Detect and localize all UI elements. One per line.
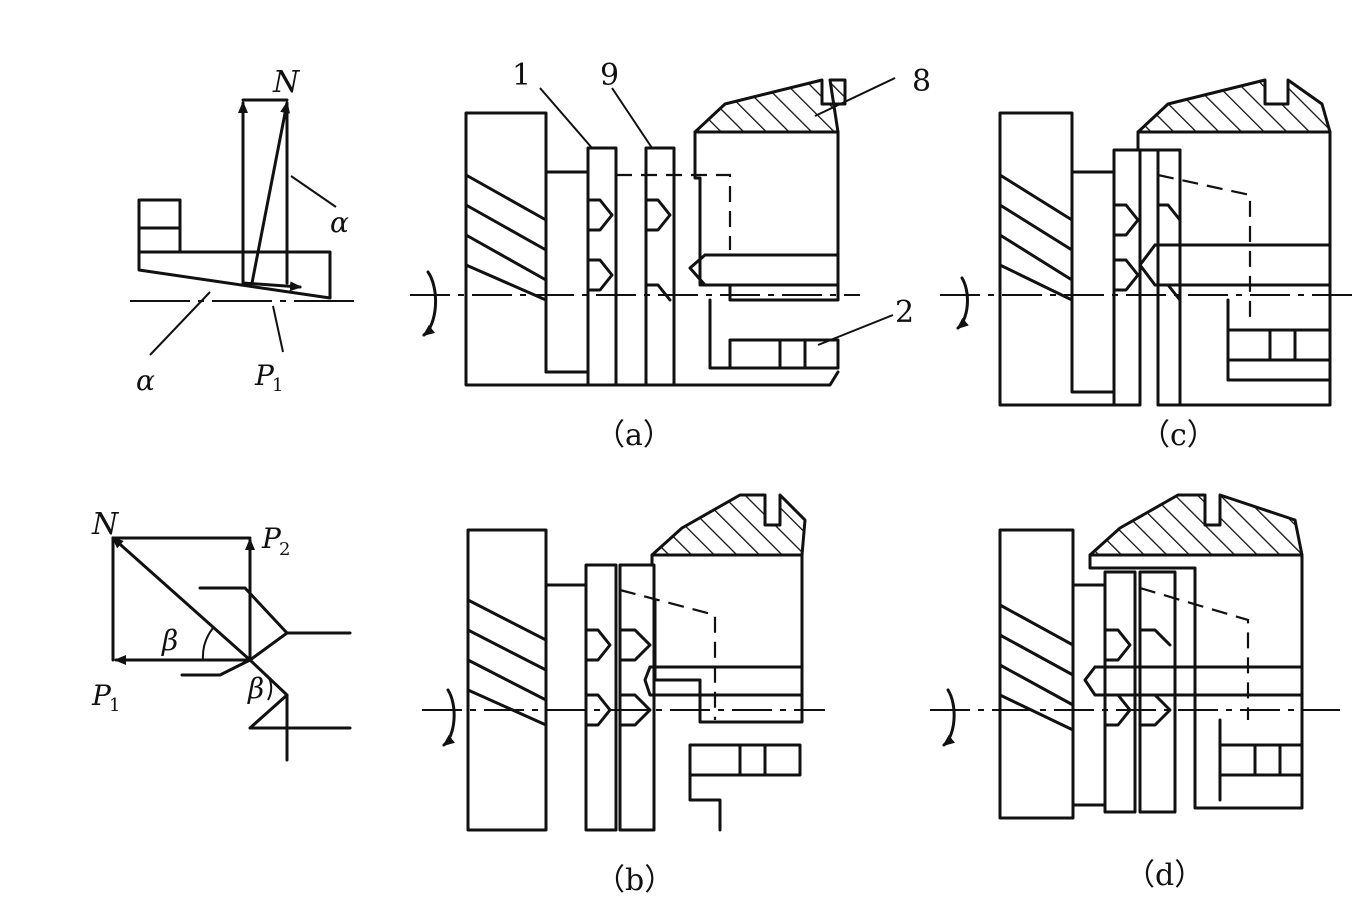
rotation-arrow-b <box>442 688 456 747</box>
ring-1-b <box>584 563 618 832</box>
label-n-bottom: N <box>91 507 120 542</box>
force-diagram-top: N α α P 1 <box>130 65 360 397</box>
part-label-1: 1 <box>512 58 531 93</box>
angle-leader-upper <box>290 175 337 208</box>
teeth-1-a <box>586 198 614 292</box>
spline-a <box>688 253 840 287</box>
bearing-c <box>1226 328 1332 362</box>
rotation-arrow-a <box>422 270 438 337</box>
housing-b <box>650 553 804 724</box>
beta-arc-top <box>201 627 214 661</box>
hub-d <box>1071 583 1107 807</box>
caption-c: （c） <box>1140 418 1217 453</box>
dashed-bore-a <box>616 173 732 250</box>
beta-arc-bottom <box>267 675 273 701</box>
label-alpha-lower: α <box>136 364 155 397</box>
shaft-step-a <box>614 298 840 387</box>
label-alpha-upper: α <box>330 206 349 239</box>
clutch-view-a: 1 9 8 2 （a） <box>410 58 931 453</box>
teeth-c <box>1112 203 1182 302</box>
dashed-bore-d <box>1139 586 1250 720</box>
caption-a: （a） <box>595 418 673 453</box>
label-p1-top: P <box>254 359 275 392</box>
teeth-d <box>1103 628 1172 727</box>
teeth-b <box>584 628 652 727</box>
p1-leader <box>272 305 284 353</box>
ring-9-b <box>618 563 656 832</box>
leader-2 <box>817 314 894 346</box>
leader-9 <box>611 87 653 149</box>
ring-9-a <box>644 146 676 387</box>
force-p1-vector <box>241 281 302 292</box>
bearing-cells-b <box>688 743 767 832</box>
rotation-arrow-c <box>956 276 969 330</box>
force-diagram-bottom: N P 2 P 1 β β <box>91 507 352 762</box>
gear-teeth-c <box>998 173 1074 302</box>
label-n-top: N <box>272 65 301 100</box>
label-p1-bottom-subscript: 1 <box>109 695 120 716</box>
bearing-b <box>688 743 802 777</box>
angle-leader-lower <box>149 291 211 356</box>
hub-a <box>544 170 590 374</box>
gear-teeth-d <box>998 603 1075 732</box>
spline-c <box>1138 243 1332 287</box>
label-p1-bottom: P <box>91 679 112 712</box>
ring-1-d <box>1103 570 1137 814</box>
left-gear-d <box>998 528 1075 820</box>
rotation-arrow-d <box>942 688 956 747</box>
gear-teeth-b <box>466 598 548 727</box>
ring-9-c <box>1156 148 1182 407</box>
clutch-view-d: （d） <box>930 493 1340 893</box>
dashed-bore-c <box>1157 173 1252 320</box>
caption-b: （b） <box>595 863 674 898</box>
part-label-8: 8 <box>912 64 931 99</box>
leader-1 <box>539 87 593 149</box>
part-label-9: 9 <box>600 58 619 93</box>
label-p2: P <box>261 522 282 555</box>
label-beta-top: β <box>161 624 178 657</box>
force-n-vector <box>250 101 290 285</box>
gear-teeth-a <box>464 173 548 302</box>
dog-tooth-profile <box>137 198 332 300</box>
tooth-profile-bottom <box>180 586 352 762</box>
shift-fork-b <box>650 493 807 557</box>
housing-a <box>693 130 840 302</box>
spline-d <box>1083 665 1304 697</box>
bearing-cells-c <box>1226 298 1332 382</box>
clutch-view-b: （b） <box>422 493 825 898</box>
shift-fork-c <box>1136 78 1332 134</box>
bearing-a <box>728 338 840 370</box>
label-p1-top-subscript: 1 <box>272 375 283 396</box>
clutch-view-c: （c） <box>940 78 1360 453</box>
dashed-bore-b <box>619 588 717 720</box>
ring-1-a <box>586 146 618 387</box>
label-beta-bottom: β <box>247 672 264 705</box>
caption-d: （d） <box>1125 858 1204 893</box>
spline-b <box>643 665 804 697</box>
shift-fork-d <box>1088 493 1304 557</box>
ring-9-d <box>1138 570 1177 814</box>
force-n-vector-bottom <box>111 536 252 662</box>
ring-1-c <box>1112 148 1142 407</box>
bearing-cells-d <box>1218 718 1282 802</box>
bearing-d <box>1218 743 1304 777</box>
bearing-cells-a <box>778 338 807 370</box>
part-label-2: 2 <box>895 295 914 330</box>
label-p2-subscript: 2 <box>279 539 290 560</box>
leader-8 <box>814 77 896 117</box>
shift-fork-a <box>693 78 847 134</box>
